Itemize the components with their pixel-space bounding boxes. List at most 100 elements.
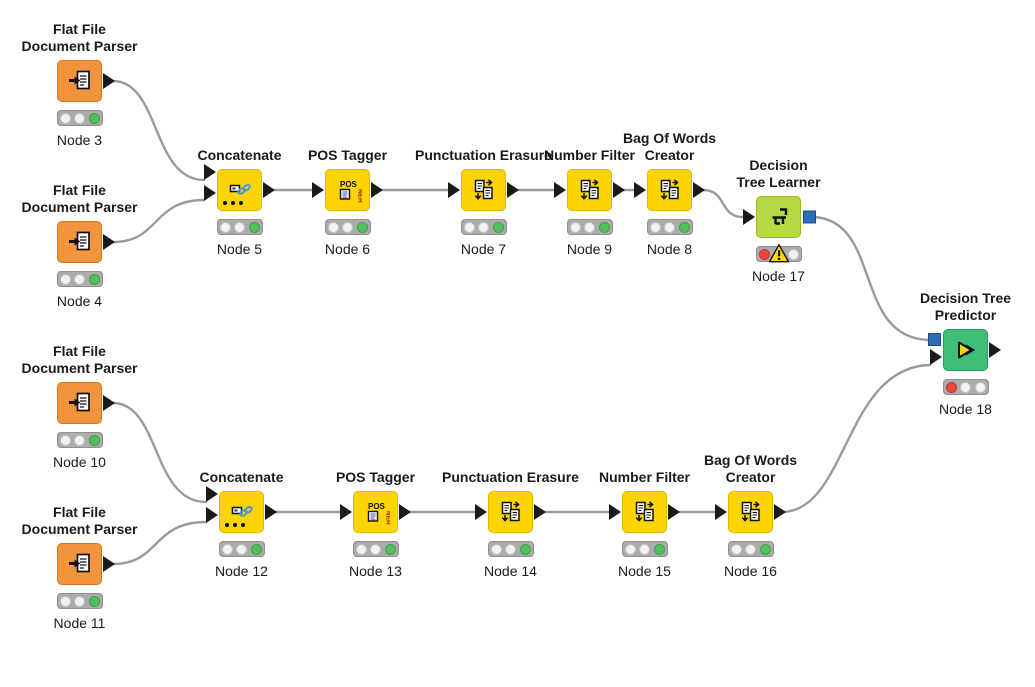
node-node-3[interactable] [57, 60, 102, 102]
node-node-16[interactable] [728, 491, 773, 533]
status-bulb [59, 595, 71, 607]
input-port-2[interactable] [204, 184, 216, 201]
input-port[interactable] [554, 182, 566, 198]
status-traffic-light [324, 219, 371, 235]
connection-node3-node5[interactable] [111, 79, 206, 182]
node-title: Decision Tree Learner [736, 157, 821, 190]
input-port[interactable] [743, 209, 755, 225]
node-name-label: Node 13 [349, 563, 402, 579]
status-traffic-light [56, 110, 103, 126]
input-port[interactable] [715, 504, 727, 520]
document-transform-icon [474, 179, 493, 200]
output-port[interactable] [534, 504, 546, 520]
input-port[interactable] [340, 504, 352, 520]
more-ports-indicator [223, 201, 243, 205]
node-node-7[interactable] [461, 169, 506, 211]
status-bulb [74, 595, 85, 607]
document-transform-icon [635, 501, 654, 522]
node-node-15[interactable] [622, 491, 667, 533]
status-bulb [624, 543, 636, 555]
status-bulb [370, 543, 381, 555]
document-transform-icon [660, 179, 679, 200]
pos-tagger-icon: POS NER [367, 502, 390, 525]
node-node-12[interactable] [219, 491, 264, 533]
status-bulb [730, 543, 742, 555]
node-block-node-9: Number Filter Node 9 [544, 147, 635, 257]
output-port[interactable] [103, 556, 115, 572]
model-input-port[interactable] [928, 333, 941, 346]
status-bulb [236, 543, 247, 555]
node-node-6[interactable]: POS NER [325, 169, 370, 211]
status-bulb [598, 221, 610, 233]
node-name-label: Node 9 [566, 241, 613, 257]
input-port[interactable] [634, 182, 646, 198]
model-output-port[interactable] [803, 210, 816, 224]
input-port[interactable] [448, 182, 460, 198]
status-bulb [219, 221, 231, 233]
output-port[interactable] [693, 182, 705, 198]
output-port[interactable] [103, 234, 115, 250]
status-bulb [759, 543, 771, 555]
input-port[interactable] [475, 504, 487, 520]
decision-tree-icon [772, 208, 787, 225]
output-port[interactable] [668, 504, 680, 520]
status-bulb [758, 248, 770, 260]
status-bulb [384, 543, 396, 555]
output-port[interactable] [103, 395, 115, 411]
output-port[interactable] [103, 73, 115, 89]
input-port[interactable] [312, 182, 324, 198]
input-port[interactable] [609, 504, 621, 520]
input-port-2[interactable] [206, 506, 218, 523]
connection-node17-node18[interactable] [812, 215, 930, 342]
connection-node16-node18[interactable] [782, 363, 932, 514]
node-block-node-7: Punctuation Erasure Node 7 [415, 147, 552, 257]
node-title: Punctuation Erasure [415, 147, 552, 163]
output-port[interactable] [989, 342, 1001, 358]
data-input-port[interactable] [930, 349, 942, 365]
status-traffic-light [727, 541, 774, 557]
output-port[interactable] [371, 182, 383, 198]
status-bulb [745, 543, 756, 555]
node-node-11[interactable] [57, 543, 102, 585]
status-bulb [490, 543, 502, 555]
node-title: Number Filter [543, 147, 636, 163]
status-traffic-light [56, 593, 103, 609]
status-traffic-light [460, 219, 507, 235]
node-node-9[interactable] [567, 169, 612, 211]
node-block-node-6: POS Tagger POS NER Node 6 [308, 147, 387, 257]
node-node-10[interactable] [57, 382, 102, 424]
node-node-5[interactable] [217, 169, 262, 211]
input-port-1[interactable] [206, 485, 218, 502]
output-port[interactable] [399, 504, 411, 520]
document-transform-icon [741, 501, 760, 522]
node-name-label: Node 10 [53, 454, 106, 470]
node-node-13[interactable]: POS NER [353, 491, 398, 533]
connection-node10-node12[interactable] [111, 401, 208, 504]
output-port[interactable] [774, 504, 786, 520]
node-node-17[interactable] [756, 196, 801, 238]
output-port[interactable] [263, 182, 275, 198]
status-bulb [960, 381, 971, 393]
node-node-4[interactable] [57, 221, 102, 263]
node-node-8[interactable] [647, 169, 692, 211]
connection-node11-node12[interactable] [111, 520, 208, 566]
node-block-node-15: Number Filter Node 15 [599, 469, 690, 579]
output-port[interactable] [613, 182, 625, 198]
input-port-1[interactable] [204, 163, 216, 180]
status-bulb [639, 543, 650, 555]
node-title: Bag Of Words Creator [703, 452, 798, 485]
status-bulb [88, 273, 100, 285]
node-title: Bag Of Words Creator [622, 130, 717, 163]
node-title: Flat File Document Parser [21, 21, 138, 54]
status-bulb [327, 221, 339, 233]
output-port[interactable] [265, 504, 277, 520]
node-title: Punctuation Erasure [442, 469, 579, 485]
concatenate-icon [229, 184, 251, 195]
node-node-14[interactable] [488, 491, 533, 533]
output-port[interactable] [507, 182, 519, 198]
connection-node4-node5[interactable] [111, 198, 206, 244]
connection-node8-node17[interactable] [701, 188, 745, 219]
node-node-18[interactable] [943, 329, 988, 371]
